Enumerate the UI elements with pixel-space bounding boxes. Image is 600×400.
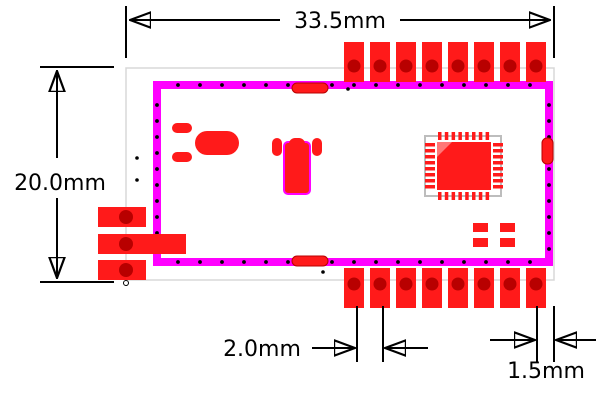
edge-offset-label: 1.5mm	[507, 359, 585, 384]
left-components	[172, 123, 322, 195]
top-header-pins	[344, 42, 546, 82]
pitch-dimension: 2.0mm	[223, 306, 428, 362]
via-group	[155, 83, 551, 264]
board-outline	[125, 67, 555, 281]
bottom-header-pins	[344, 268, 546, 308]
right-oval-pad	[541, 137, 554, 165]
left-side-pads	[98, 207, 186, 286]
bottom-oval-pad	[291, 255, 329, 267]
misc-vias	[135, 87, 350, 274]
height-label: 20.0mm	[14, 171, 106, 196]
qfn-chip	[424, 132, 503, 200]
height-dimension: 20.0mm	[14, 66, 114, 283]
width-dimension: 33.5mm	[125, 6, 555, 58]
top-oval-pad	[291, 82, 329, 94]
width-label: 33.5mm	[294, 9, 386, 34]
pad-cluster	[473, 223, 515, 247]
edge-offset-dimension: 1.5mm	[490, 306, 596, 384]
pitch-label: 2.0mm	[223, 337, 301, 362]
